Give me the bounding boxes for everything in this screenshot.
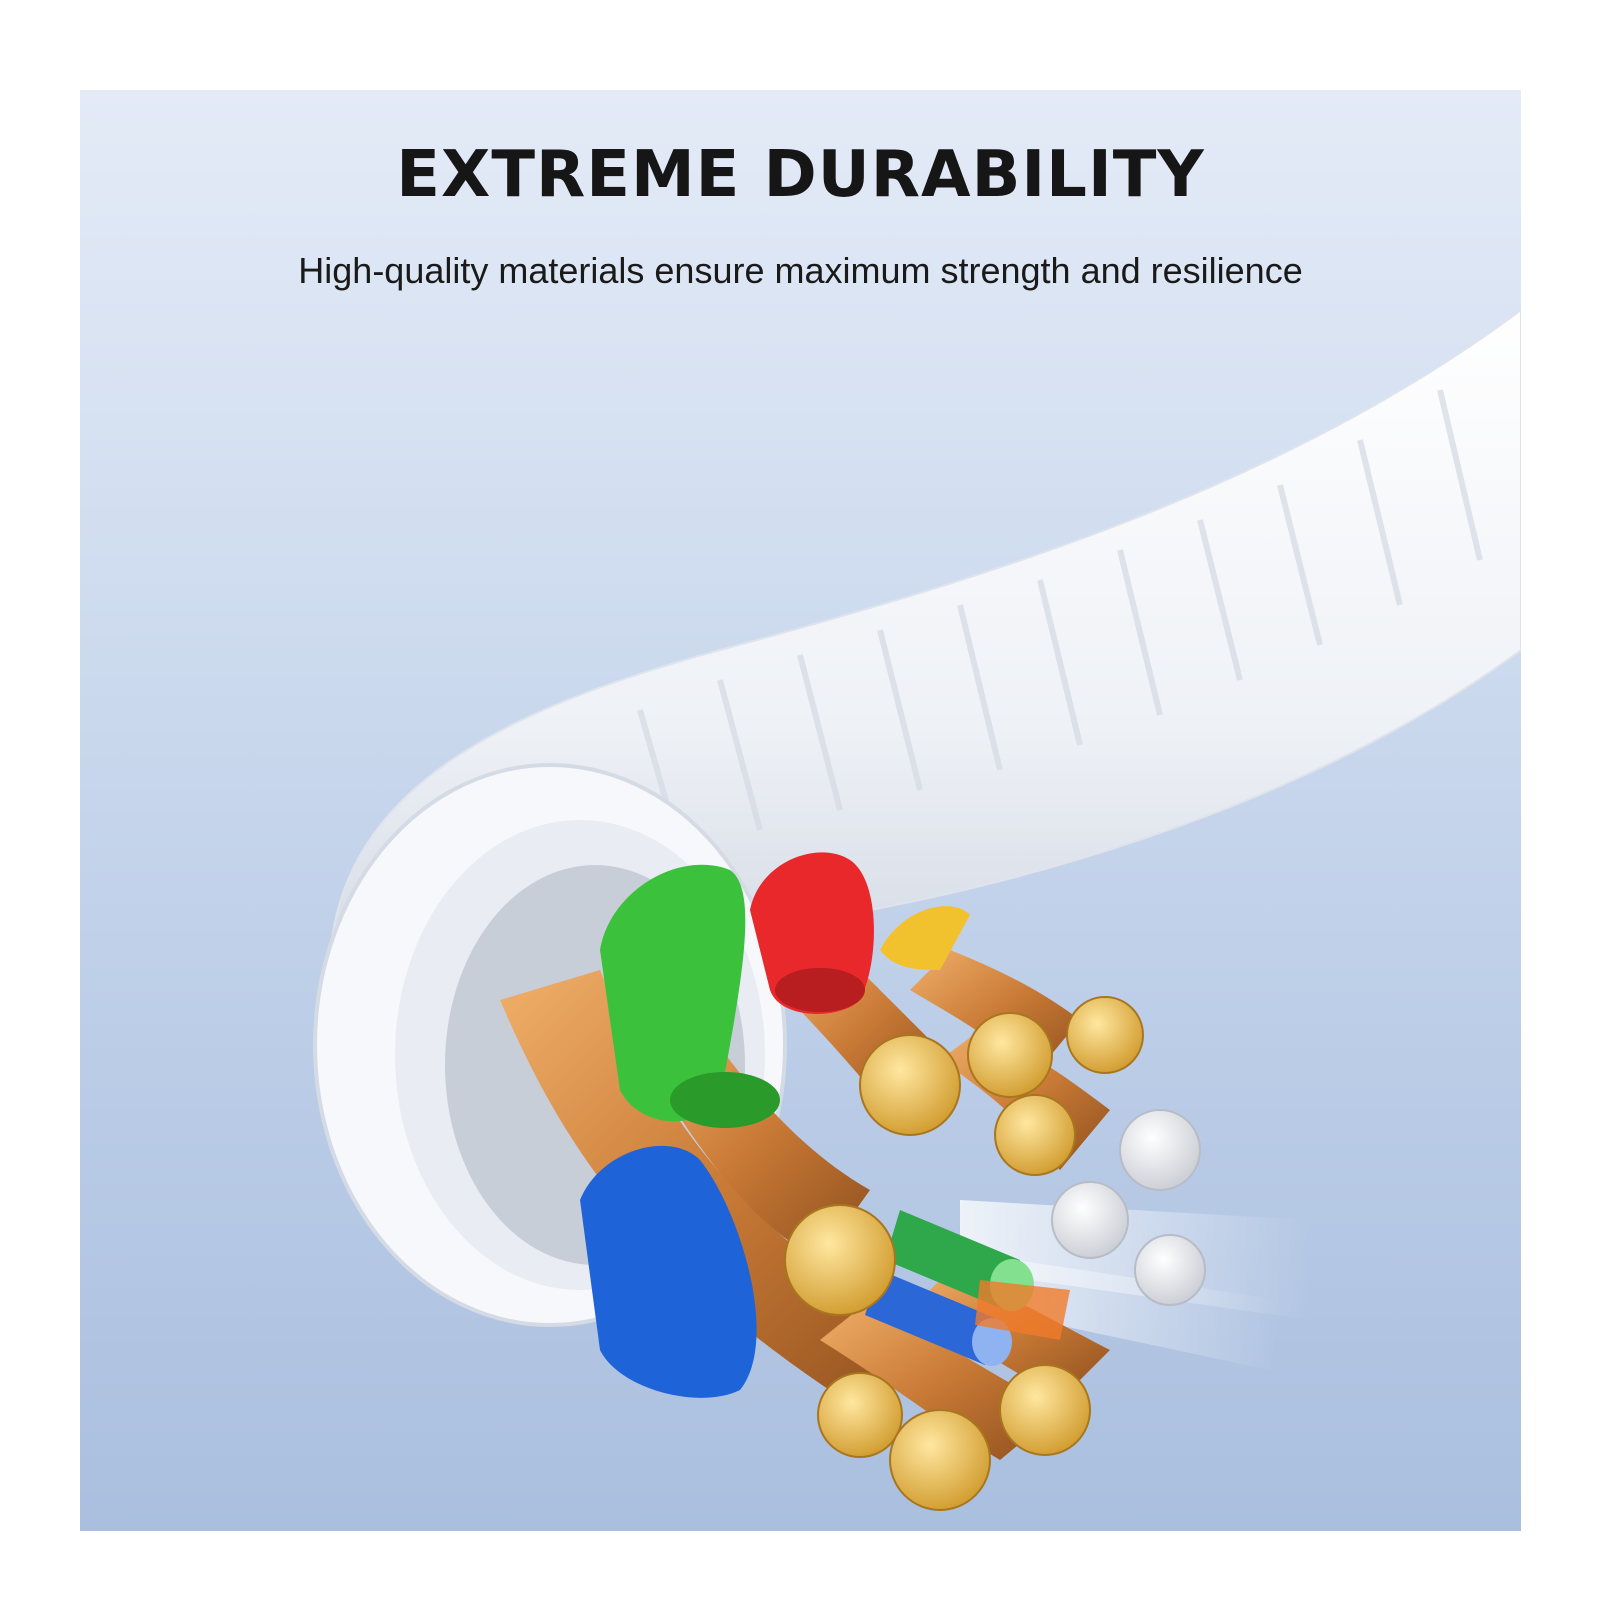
strand-ends-white bbox=[1051, 1109, 1206, 1306]
subheadline: High-quality materials ensure maximum st… bbox=[298, 250, 1303, 291]
green-core bbox=[600, 864, 780, 1128]
blue-core bbox=[580, 1145, 757, 1398]
cable-illustration bbox=[313, 308, 1521, 1511]
yellow-core bbox=[880, 906, 970, 970]
headline: EXTREME DURABILITY bbox=[396, 138, 1205, 212]
strand-ends-gold bbox=[784, 996, 1144, 1511]
red-core bbox=[750, 852, 874, 1014]
inner-small-cores bbox=[865, 1210, 1070, 1366]
hero-panel: EXTREME DURABILITY High-quality material… bbox=[80, 90, 1521, 1531]
